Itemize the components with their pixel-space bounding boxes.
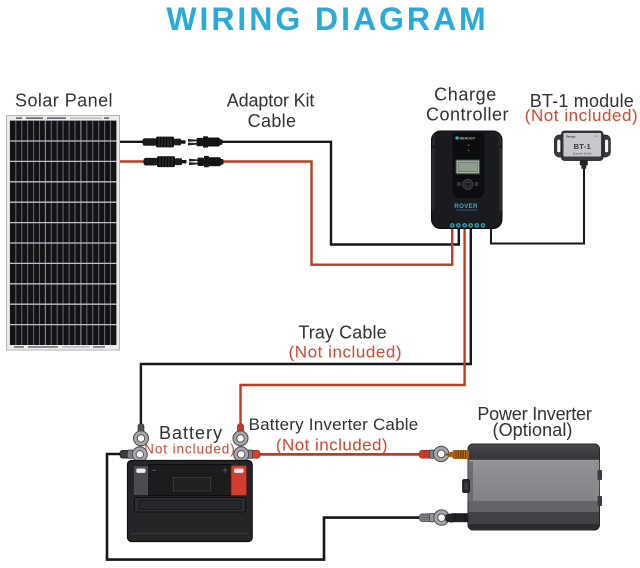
- svg-text:Bluetooth Module: Bluetooth Module: [573, 153, 592, 156]
- svg-text:Controller: Controller: [426, 105, 509, 125]
- svg-text:Power Inverter: Power Inverter: [477, 404, 591, 424]
- svg-text:Renogy: Renogy: [566, 134, 576, 138]
- svg-text:Solar Panel: Solar Panel: [15, 91, 113, 111]
- svg-text:(Not included): (Not included): [276, 436, 388, 455]
- svg-text:(Not included): (Not included): [289, 343, 403, 362]
- svg-text:(Not included): (Not included): [525, 106, 639, 125]
- svg-text:WIRING DIAGRAM: WIRING DIAGRAM: [166, 1, 488, 37]
- svg-text:(Optional): (Optional): [492, 420, 572, 440]
- svg-text:BT-1 module: BT-1 module: [530, 91, 634, 111]
- svg-text:Cable: Cable: [248, 111, 297, 131]
- svg-text:Tray Cable: Tray Cable: [298, 323, 386, 343]
- svg-text:(Not included): (Not included): [139, 442, 236, 457]
- svg-text:Adaptor Kit: Adaptor Kit: [227, 91, 315, 111]
- svg-text:Charge: Charge: [434, 84, 497, 104]
- svg-text:BT-1: BT-1: [594, 136, 599, 138]
- svg-text:RENOGY: RENOGY: [460, 137, 476, 141]
- svg-text:ROVER: ROVER: [454, 203, 478, 210]
- svg-text:Battery: Battery: [159, 423, 223, 443]
- svg-text:BT-1: BT-1: [574, 142, 591, 151]
- svg-text:Battery Inverter Cable: Battery Inverter Cable: [249, 415, 419, 434]
